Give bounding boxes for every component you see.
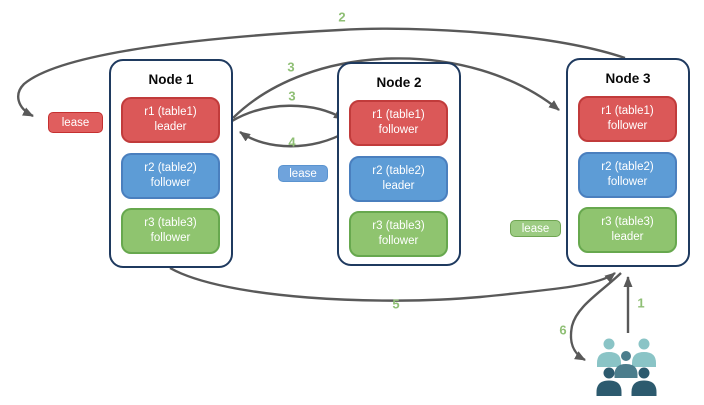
replica-range-label: r2 (table2) xyxy=(601,161,654,174)
node-3: Node 3 r1 (table1) follower r2 (table2) … xyxy=(566,58,690,267)
replica-range-label: r1 (table1) xyxy=(372,109,425,122)
lease-badge-r1: lease xyxy=(48,112,103,133)
replica-role-label: follower xyxy=(607,120,648,132)
replica-node2-r3: r3 (table3) follower xyxy=(349,211,448,257)
replica-range-label: r3 (table3) xyxy=(372,220,425,233)
replica-node1-r2: r2 (table2) follower xyxy=(121,153,220,199)
users-group-icon xyxy=(596,338,657,396)
replica-role-label: leader xyxy=(382,180,415,192)
replica-node2-r1: r1 (table1) follower xyxy=(349,100,448,146)
step-label-4: 4 xyxy=(288,134,296,150)
arrow-step6-node3-to-users xyxy=(569,272,622,362)
step-label-3b: 3 xyxy=(288,88,296,104)
replica-range-label: r1 (table1) xyxy=(144,106,197,119)
replica-role-label: follower xyxy=(607,176,648,188)
replica-role-label: follower xyxy=(378,124,419,136)
replica-node1-r1: r1 (table1) leader xyxy=(121,97,220,143)
step-label-2: 2 xyxy=(338,9,346,25)
replica-role-label: leader xyxy=(611,231,644,243)
replica-node2-r2: r2 (table2) leader xyxy=(349,156,448,202)
replica-range-label: r2 (table2) xyxy=(144,162,197,175)
lease-badge-r2: lease xyxy=(278,165,328,182)
replica-role-label: follower xyxy=(150,177,191,189)
node-2-title: Node 2 xyxy=(376,75,422,90)
replica-node1-r3: r3 (table3) follower xyxy=(121,208,220,254)
replica-range-label: r1 (table1) xyxy=(601,105,654,118)
step-label-1: 1 xyxy=(637,295,645,311)
node-2: Node 2 r1 (table1) follower r2 (table2) … xyxy=(337,62,461,266)
step-label-5: 5 xyxy=(392,296,400,312)
replica-node3-r1: r1 (table1) follower xyxy=(578,96,677,142)
replica-role-label: follower xyxy=(378,235,419,247)
replica-node3-r2: r2 (table2) follower xyxy=(578,152,677,198)
arrow-step3-leader-to-node2-follower xyxy=(231,104,345,123)
node-1-title: Node 1 xyxy=(148,72,194,87)
step-label-3a: 3 xyxy=(287,59,295,75)
step-label-6: 6 xyxy=(559,322,567,338)
replica-node3-r3: r3 (table3) leader xyxy=(578,207,677,253)
replica-range-label: r3 (table3) xyxy=(144,217,197,230)
lease-badge-r3: lease xyxy=(510,220,561,237)
replica-range-label: r2 (table2) xyxy=(372,165,425,178)
replica-range-label: r3 (table3) xyxy=(601,216,654,229)
node-1: Node 1 r1 (table1) leader r2 (table2) fo… xyxy=(109,59,233,268)
node-3-title: Node 3 xyxy=(605,71,651,86)
replica-role-label: follower xyxy=(150,232,191,244)
replica-role-label: leader xyxy=(154,121,187,133)
